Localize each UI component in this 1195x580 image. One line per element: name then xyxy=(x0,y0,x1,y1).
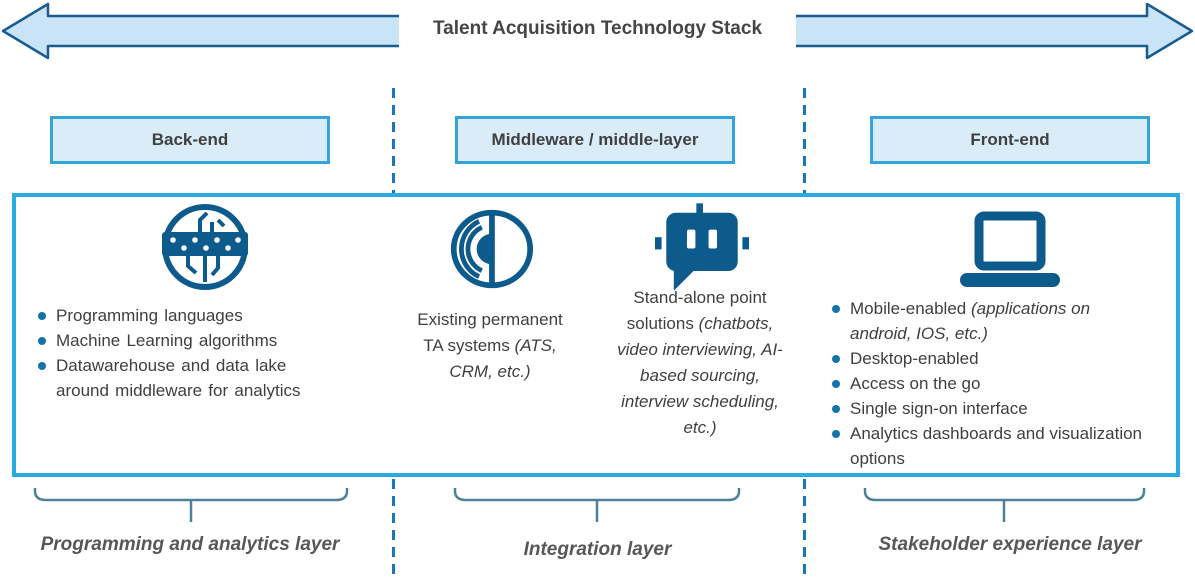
list-item: Single sign-on interface xyxy=(832,396,1147,421)
bullet-dot xyxy=(38,312,46,320)
text-plain: Existing permanent TA systems xyxy=(417,310,563,355)
bullet-dot xyxy=(832,305,840,313)
column-header-backend-label: Back-end xyxy=(151,130,229,149)
chatbot-icon xyxy=(655,202,749,294)
list-item: Access on the go xyxy=(832,371,1147,396)
list-item: Programming languages xyxy=(38,303,338,328)
brace-frontend xyxy=(863,488,1146,522)
bullet-text: Single sign-on interface xyxy=(850,396,1147,421)
list-item: Desktop-enabled xyxy=(832,346,1147,371)
bullet-text: Access on the go xyxy=(850,371,1147,396)
layer-label-stakeholder-experience: Stakeholder experience layer xyxy=(878,534,1142,555)
column-header-middleware-label: Middleware / middle-layer xyxy=(491,130,699,149)
bullet-dot xyxy=(38,362,46,370)
existing-ta-systems-text: Existing permanent TA systems (ATS, CRM,… xyxy=(415,307,565,385)
brace-backend xyxy=(33,488,349,522)
bullet-text: Mobile-enabled (applications on android,… xyxy=(850,296,1147,346)
text-plain: Access on the go xyxy=(850,374,981,393)
page-title: Talent Acquisition Technology Stack xyxy=(432,17,763,39)
bullet-text: Programming languages xyxy=(56,306,243,325)
layer-label-programming-analytics: Programming and analytics layer xyxy=(40,534,340,555)
bullet-dot xyxy=(832,355,840,363)
bullet-dot xyxy=(832,380,840,388)
list-item: Machine Learning algorithms xyxy=(38,328,338,353)
middleware-icon xyxy=(448,204,534,294)
circuit-board-icon xyxy=(160,202,250,292)
column-header-frontend-label: Front-end xyxy=(970,130,1050,149)
list-item: Datawarehouse and data lake around middl… xyxy=(38,353,338,403)
bullet-dot xyxy=(832,405,840,413)
text-plain: Mobile-enabled xyxy=(850,299,971,318)
brace-middleware xyxy=(453,488,741,522)
bullet-text: Analytics dashboards and visualization o… xyxy=(850,421,1147,471)
bullet-dot xyxy=(38,337,46,345)
bullet-text: Datawarehouse and data lake around middl… xyxy=(56,356,301,400)
column-header-middleware: Middleware / middle-layer xyxy=(455,116,735,164)
text-plain: Desktop-enabled xyxy=(850,349,979,368)
text-plain: Stand-alone point solutions xyxy=(626,288,767,333)
list-item: Analytics dashboards and visualization o… xyxy=(832,421,1147,471)
text-plain: Analytics dashboards and visualization o… xyxy=(850,424,1143,468)
stand-alone-solutions-text: Stand-alone point solutions (chatbots, v… xyxy=(610,285,790,441)
column-header-frontend: Front-end xyxy=(870,116,1150,164)
bullet-text: Desktop-enabled xyxy=(850,346,1147,371)
text-italic: (ATS, CRM, etc.) xyxy=(449,336,557,381)
text-italic: (applications on android, IOS, etc.) xyxy=(850,299,1091,343)
laptop-icon xyxy=(960,211,1060,289)
bullet-text: Machine Learning algorithms xyxy=(56,331,278,350)
backend-bullet-list: Programming languages Machine Learning a… xyxy=(38,303,338,403)
frontend-bullet-list: Mobile-enabled (applications on android,… xyxy=(832,296,1147,471)
text-plain: Single sign-on interface xyxy=(850,399,1028,418)
text-italic: (chatbots, video interviewing, AI-based … xyxy=(617,314,783,437)
title-box: Talent Acquisition Technology Stack xyxy=(399,9,796,48)
layer-label-integration: Integration layer xyxy=(523,539,672,560)
column-header-backend: Back-end xyxy=(50,116,330,164)
list-item: Mobile-enabled (applications on android,… xyxy=(832,296,1147,346)
bullet-dot xyxy=(832,430,840,438)
